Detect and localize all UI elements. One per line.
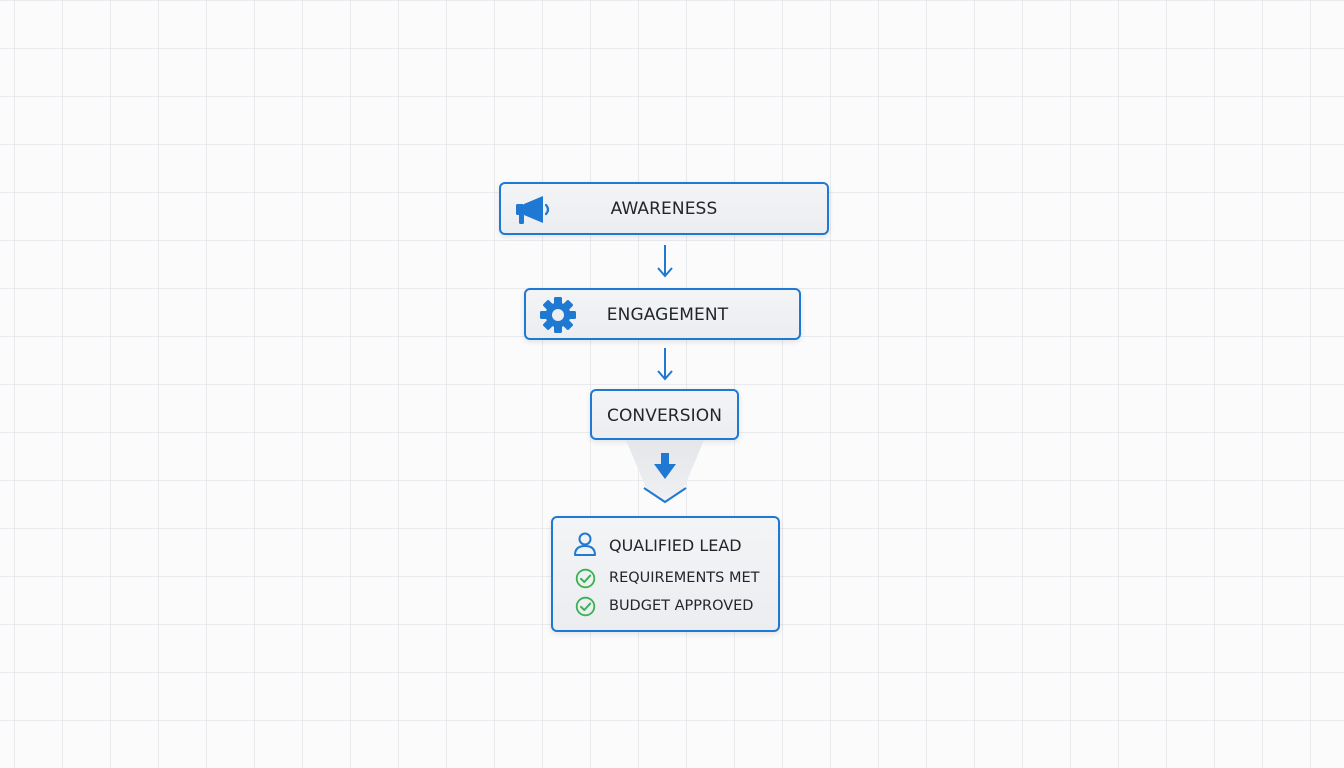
stage-awareness: AWARENESS: [499, 182, 829, 235]
stage-label: CONVERSION: [606, 406, 723, 426]
down-arrow-icon: [657, 245, 673, 278]
check-circle-icon: [575, 596, 596, 617]
down-arrow-icon: [657, 348, 673, 381]
check-label: BUDGET APPROVED: [609, 598, 754, 614]
stage-engagement: ENGAGEMENT: [524, 288, 801, 340]
qualified-lead-card: QUALIFIED LEAD REQUIREMENTS MET BUDGET A…: [551, 516, 780, 632]
check-circle-icon: [575, 568, 596, 589]
megaphone-icon: [514, 193, 554, 227]
stage-label: AWARENESS: [610, 199, 718, 219]
stage-conversion: CONVERSION: [590, 389, 739, 440]
down-arrow-icon: [654, 453, 676, 479]
funnel-connector: [626, 440, 704, 504]
check-item: BUDGET APPROVED: [575, 596, 775, 618]
stage-label: ENGAGEMENT: [606, 305, 729, 325]
check-item: REQUIREMENTS MET: [575, 568, 775, 590]
gear-icon: [539, 296, 577, 334]
check-label: REQUIREMENTS MET: [609, 570, 760, 586]
lead-title: QUALIFIED LEAD: [609, 536, 742, 555]
user-icon: [572, 531, 598, 557]
